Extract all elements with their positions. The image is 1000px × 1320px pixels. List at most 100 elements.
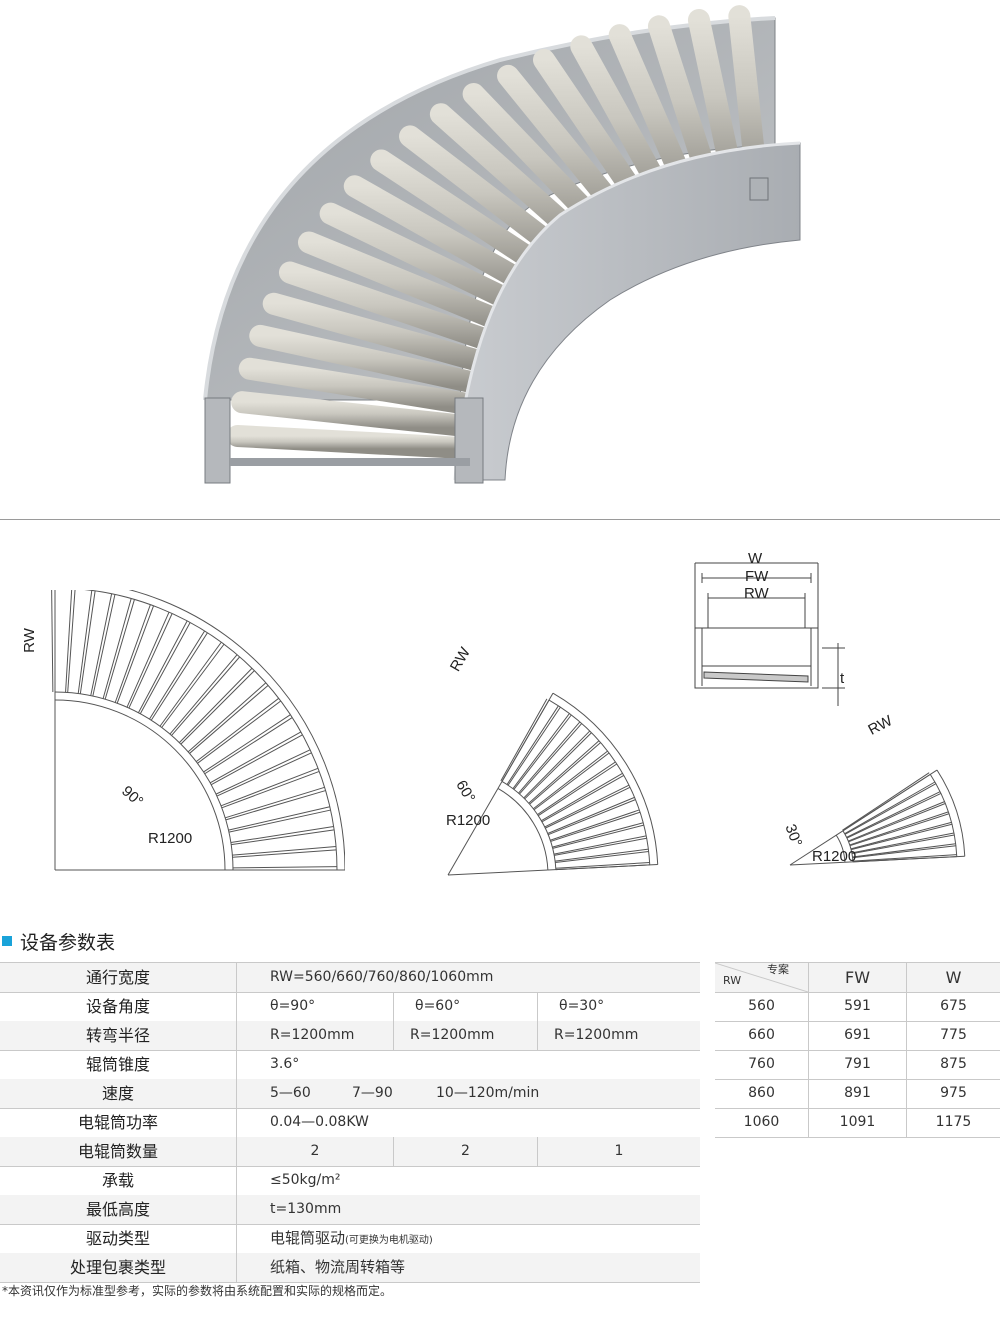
roller-line xyxy=(102,598,132,699)
row-label: 处理包裹类型 xyxy=(0,1253,237,1282)
roller-line xyxy=(232,866,337,869)
row-value: 7—90 xyxy=(352,1085,393,1101)
roller-line xyxy=(519,723,583,795)
roller-line xyxy=(550,809,640,841)
table-row: 860 891 975 xyxy=(715,1079,1000,1109)
roller-line xyxy=(67,588,76,693)
corner-top-label: 专案 xyxy=(767,963,789,976)
roller-line xyxy=(203,714,291,773)
table-row: 660 691 775 xyxy=(715,1021,1000,1051)
roller-line xyxy=(547,796,635,834)
roller-line xyxy=(169,654,238,735)
roller-line xyxy=(512,713,570,789)
table-row: 辊筒锥度 3.6° xyxy=(0,1050,700,1080)
frame-arc xyxy=(842,830,854,862)
drive-type-value: 电辊筒驱动 xyxy=(270,1229,346,1247)
drawing-section-lines xyxy=(694,562,845,706)
cell-w: 775 xyxy=(940,1027,967,1043)
table-row: 560 591 675 xyxy=(715,992,1000,1022)
roller-line xyxy=(128,613,173,709)
roller-line xyxy=(215,749,311,795)
roller xyxy=(226,424,490,460)
table-row: 设备角度 θ=90° θ=60° θ=30° xyxy=(0,992,700,1022)
corner-bottom-label: RW xyxy=(723,974,742,987)
roller-line xyxy=(848,801,945,842)
frame-arc xyxy=(548,699,651,865)
roller-line xyxy=(550,811,641,842)
roller-line xyxy=(848,803,946,843)
roller-line xyxy=(114,604,151,703)
roller-line xyxy=(524,732,592,800)
table-row: 处理包裹类型 纸箱、物流周转箱等 xyxy=(0,1253,700,1283)
title-square-icon xyxy=(2,936,12,946)
roller-line xyxy=(852,854,957,862)
row-value: θ=60° xyxy=(415,998,461,1014)
roller-line xyxy=(849,813,950,847)
roller xyxy=(249,324,503,398)
drawing-cross-section: W FW RW t xyxy=(690,548,850,708)
roller-line xyxy=(548,799,636,836)
cell-fw: 1091 xyxy=(839,1114,876,1130)
roller-line xyxy=(541,772,623,822)
roller-line xyxy=(139,622,191,715)
cell-rw: 1060 xyxy=(743,1114,780,1130)
section-title-text: 设备参数表 xyxy=(20,931,116,954)
roller-line xyxy=(844,781,936,835)
section-divider xyxy=(0,519,1000,520)
row-value: ≤50kg/m² xyxy=(270,1172,341,1188)
roller-line xyxy=(842,772,930,831)
cell-w: 675 xyxy=(940,998,967,1014)
table-row: 最低高度 t=130mm xyxy=(0,1195,700,1225)
roller xyxy=(297,231,530,340)
row-label: 驱动类型 xyxy=(0,1224,237,1253)
roller-line xyxy=(528,740,600,804)
section-rw-label: RW xyxy=(744,585,769,602)
roller-line xyxy=(513,714,572,790)
roller-line xyxy=(228,809,331,833)
roller-line xyxy=(116,605,155,704)
roller-line xyxy=(221,770,320,809)
frame-arc xyxy=(936,769,966,857)
roller-line xyxy=(51,588,54,693)
table-row: 电辊筒功率 0.04—0.08KW xyxy=(0,1108,700,1138)
table-row: 转弯半径 R=1200mm R=1200mm R=1200mm xyxy=(0,1021,700,1051)
roller-line xyxy=(180,670,255,745)
roller-line xyxy=(232,849,337,858)
row-value: θ=90° xyxy=(270,998,316,1014)
roller-line xyxy=(150,632,208,721)
roller-line xyxy=(554,837,647,856)
row-value: 2 xyxy=(461,1143,470,1159)
roller-line xyxy=(228,806,330,831)
frame-arc xyxy=(54,579,346,871)
roller-line xyxy=(555,861,650,869)
row-value: t=130mm xyxy=(270,1201,342,1217)
roller-line xyxy=(195,697,280,763)
roller xyxy=(238,357,497,418)
roller xyxy=(278,261,519,358)
roller xyxy=(319,202,542,322)
roller-line xyxy=(529,742,601,805)
roller-line xyxy=(544,784,630,828)
cell-fw: 591 xyxy=(844,998,871,1014)
roller-line xyxy=(178,667,253,743)
header-fw: FW xyxy=(844,968,871,987)
row-label: 承载 xyxy=(0,1166,237,1195)
roller-line xyxy=(216,752,312,797)
section-w-label: W xyxy=(748,550,763,567)
roller-line xyxy=(225,790,326,821)
frame-arc xyxy=(501,781,557,870)
roller-line xyxy=(552,824,644,849)
footnote: *本资讯仅作为标准型参考，实际的参数将由系统配置和实际的规格而定。 xyxy=(2,1284,393,1298)
table-row: 承载 ≤50kg/m² xyxy=(0,1166,700,1196)
roller-line xyxy=(90,593,113,696)
row-label: 电辊筒数量 xyxy=(0,1137,237,1166)
roller-line xyxy=(541,775,625,823)
roller-line xyxy=(849,811,949,846)
row-value: R=1200mm xyxy=(410,1027,495,1043)
frame-arc xyxy=(54,699,226,871)
drawing-90-rw-label: RW xyxy=(20,628,38,653)
roller-line xyxy=(220,767,319,807)
roller-line xyxy=(555,848,649,862)
drive-type-note: (可更换为电机驱动) xyxy=(345,1235,433,1246)
roller-line xyxy=(553,835,647,855)
